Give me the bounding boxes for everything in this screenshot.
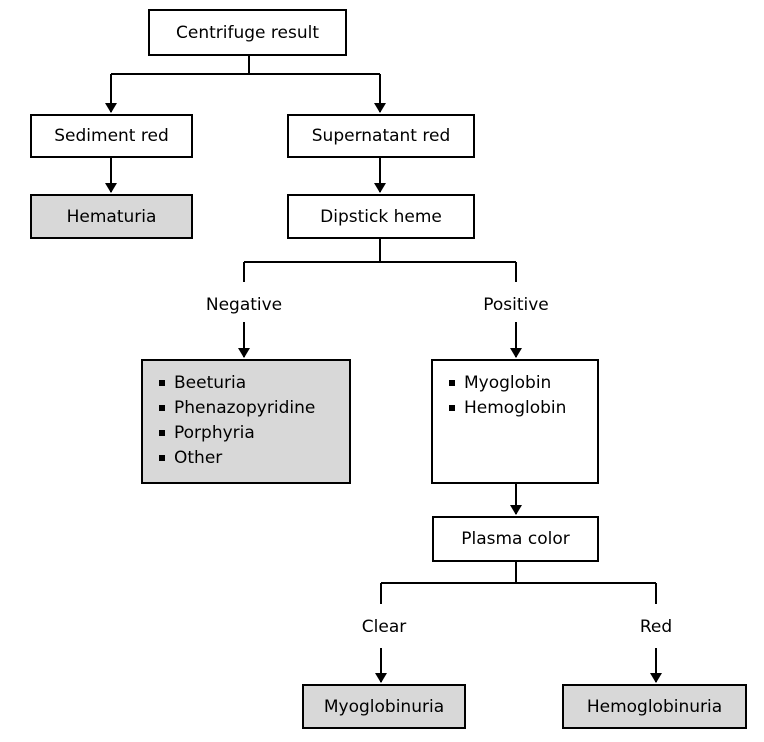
node-hematuria: Hematuria [30, 194, 193, 239]
node-label: Hematuria [66, 206, 157, 227]
node-plasma-color: Plasma color [432, 516, 599, 562]
edge-label-positive: Positive [483, 295, 549, 315]
edge-dipstick-split [243, 239, 517, 282]
node-supernatant-red: Supernatant red [287, 114, 475, 158]
node-negative-causes: Beeturia Phenazopyridine Porphyria Other [141, 359, 351, 484]
node-label: Hemoglobinuria [586, 696, 723, 717]
node-sediment-red: Sediment red [30, 114, 193, 158]
edge-plasma-split [380, 562, 657, 604]
node-label: Sediment red [54, 126, 169, 146]
list-item: Hemoglobin [449, 396, 589, 421]
node-label: Plasma color [461, 529, 570, 549]
node-myoglobinuria: Myoglobinuria [302, 684, 466, 729]
list-item: Myoglobin [449, 371, 589, 396]
node-positive-causes: Myoglobin Hemoglobin [431, 359, 599, 484]
edge-label-red: Red [639, 617, 673, 637]
node-label: Myoglobinuria [323, 696, 445, 717]
list-item: Beeturia [159, 371, 341, 396]
node-dipstick-heme: Dipstick heme [287, 194, 475, 239]
edge-centrifuge-split [111, 56, 380, 75]
edge-label-clear: Clear [361, 617, 407, 637]
node-hemoglobinuria: Hemoglobinuria [562, 684, 747, 729]
edge-label-negative: Negative [205, 295, 283, 315]
list-item: Phenazopyridine [159, 396, 341, 421]
node-label: Supernatant red [311, 126, 451, 146]
node-label: Dipstick heme [320, 206, 442, 227]
node-label: Centrifuge result [176, 22, 319, 43]
list-item: Porphyria [159, 421, 341, 446]
list-item: Other [159, 446, 341, 471]
node-centrifuge-result: Centrifuge result [148, 9, 347, 56]
